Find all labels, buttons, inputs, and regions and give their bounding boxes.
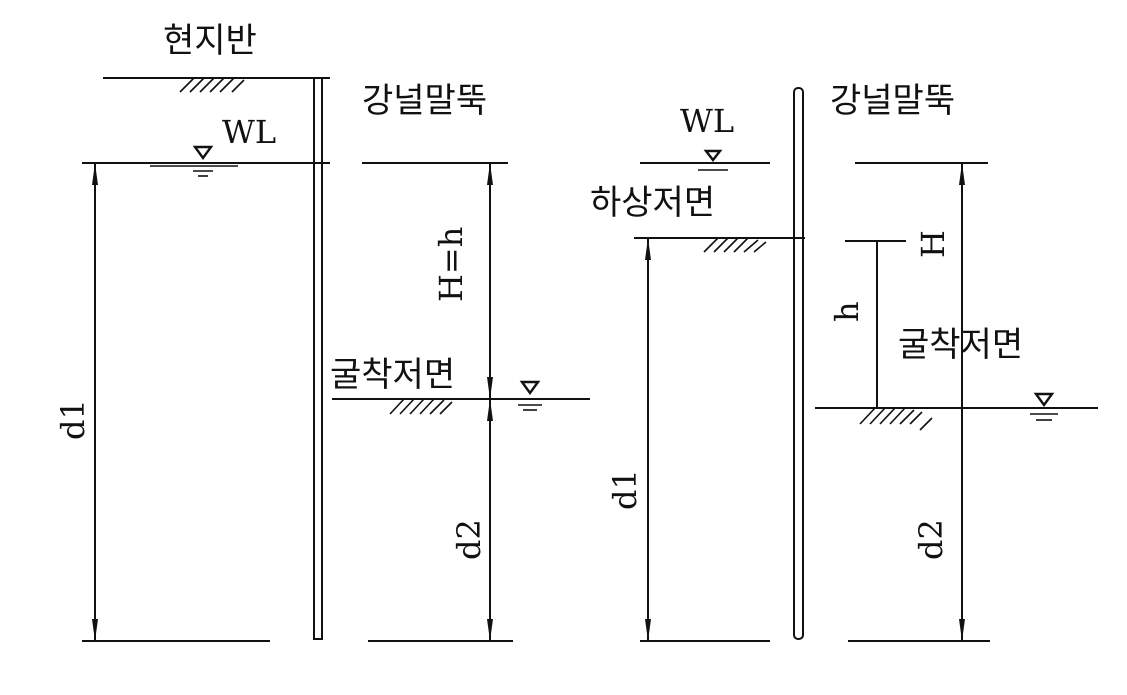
- water-level-icon: [1030, 392, 1058, 421]
- excavation-bottom-label: 굴착저면: [898, 325, 1023, 365]
- sheet-pile: [313, 77, 323, 640]
- arrow-up-icon: [645, 238, 651, 260]
- depth1-label: d1: [606, 469, 644, 510]
- arrow-down-icon: [959, 619, 965, 641]
- water-level-icon: [518, 380, 542, 411]
- water-level-icon: [150, 145, 238, 177]
- riverbed-label: 하상저면: [590, 183, 715, 223]
- arrow-down-icon: [92, 619, 98, 641]
- water-level-icon: [703, 149, 723, 162]
- ground-hatch-icon: [703, 237, 767, 253]
- arrow-down-icon: [487, 619, 493, 641]
- arrow-up-icon: [92, 163, 98, 185]
- arrow-down-icon: [487, 377, 493, 399]
- ground-hatch-icon: [179, 77, 245, 93]
- depth1-label: d1: [54, 399, 92, 440]
- left-diagram: 현지반 강널말뚝 WL d1 H=h 굴착저면: [54, 21, 590, 642]
- arrow-down-icon: [645, 619, 651, 641]
- depth2-label: d2: [912, 519, 950, 560]
- ground-hatch-icon: [859, 407, 933, 431]
- sheet-pile: [793, 87, 804, 640]
- right-diagram: 강널말뚝 WL 하상저면 d1 H h 굴착저면: [590, 81, 1098, 642]
- water-level-label: WL: [680, 102, 734, 140]
- depth2-label: d2: [450, 519, 488, 560]
- sheet-pile-label: 강널말뚝: [362, 81, 487, 121]
- H-label: H: [914, 230, 952, 258]
- arrow-up-icon: [487, 163, 493, 185]
- excavation-bottom-label: 굴착저면: [330, 355, 455, 395]
- water-level-label: WL: [222, 113, 276, 151]
- sheet-pile-label: 강널말뚝: [830, 81, 955, 121]
- arrow-up-icon: [959, 163, 965, 185]
- h-label: h: [828, 301, 866, 322]
- ground-label: 현지반: [163, 21, 257, 61]
- ground-hatch-icon: [389, 398, 453, 415]
- height-label: H=h: [432, 227, 470, 302]
- arrow-up-icon: [487, 399, 493, 421]
